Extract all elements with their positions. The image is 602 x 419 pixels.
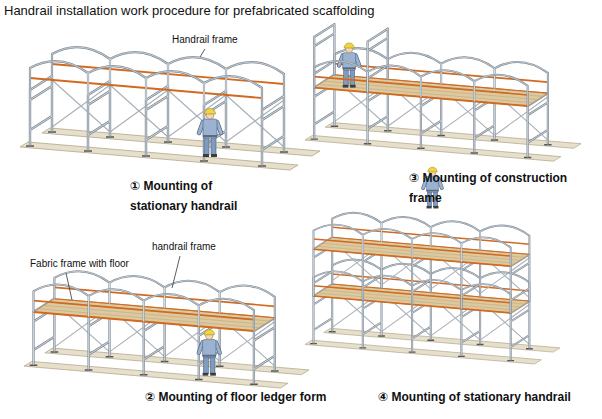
step-caption: ② Mounting of floor ledger form [145, 390, 326, 404]
second-level [314, 225, 511, 267]
step-3-illustration [305, 123, 581, 162]
step-2-illustration [24, 348, 309, 388]
step-caption: ③ Mounting of construction frame [409, 168, 597, 208]
step-2-illustration [24, 271, 309, 388]
step-1-illustration [199, 109, 221, 158]
leader-line [66, 273, 72, 300]
step-3-illustration [305, 24, 581, 161]
diagram-title: Handrail installation work procedure for… [4, 3, 374, 18]
step-caption: ① Mounting of stationary handrail [130, 176, 270, 216]
leader-line [200, 49, 205, 57]
step-2-illustration [34, 285, 254, 331]
step-2-illustration [199, 330, 220, 376]
step-3-illustration [314, 61, 527, 106]
step-1-illustration [20, 47, 320, 170]
part-label: Handrail frame [170, 34, 240, 46]
step-caption: ④ Mounting of stationary handrail [378, 390, 571, 404]
leader-line [172, 256, 180, 288]
step-1-illustration [20, 128, 320, 170]
part-label: Fabric frame with floor [28, 258, 131, 270]
second-level [314, 167, 530, 313]
step-1-illustration [30, 61, 262, 110]
part-label: handrail frame [150, 241, 218, 253]
step-4-illustration [305, 328, 560, 364]
